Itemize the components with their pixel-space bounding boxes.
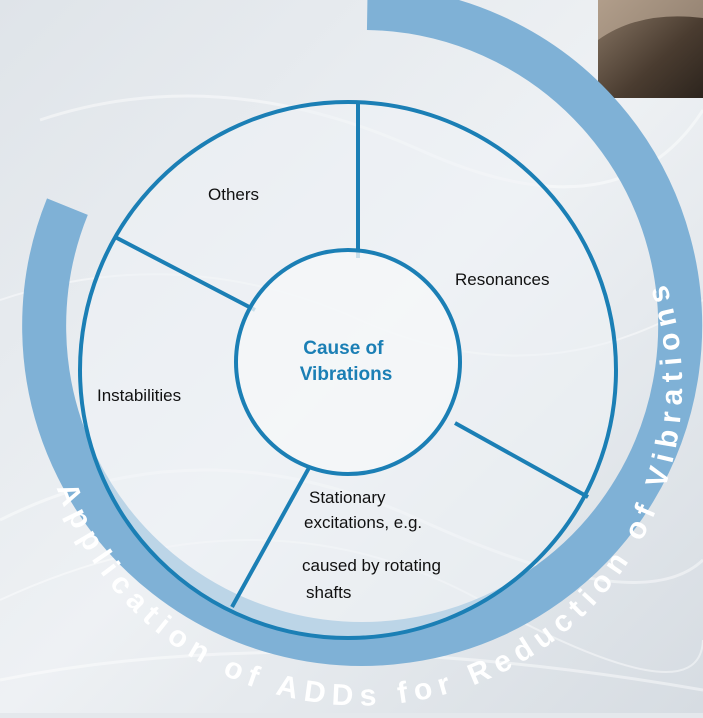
center-circle [234,248,462,476]
divider-right [454,421,589,499]
segment-dividers [114,102,589,608]
segment-label-resonances: Resonances [455,270,550,289]
segment-label-instabilities: Instabilities [97,386,181,405]
divider-bottom [230,465,312,608]
corner-photo-highlight [598,0,703,40]
segment-label-stationary: Stationary excitations, e.g. caused by r… [302,488,446,602]
center-label: Cause of Vibrations [300,338,393,385]
segment-label-others: Others [208,185,259,204]
outer-arc-band [22,0,703,666]
divider-left [114,235,256,312]
